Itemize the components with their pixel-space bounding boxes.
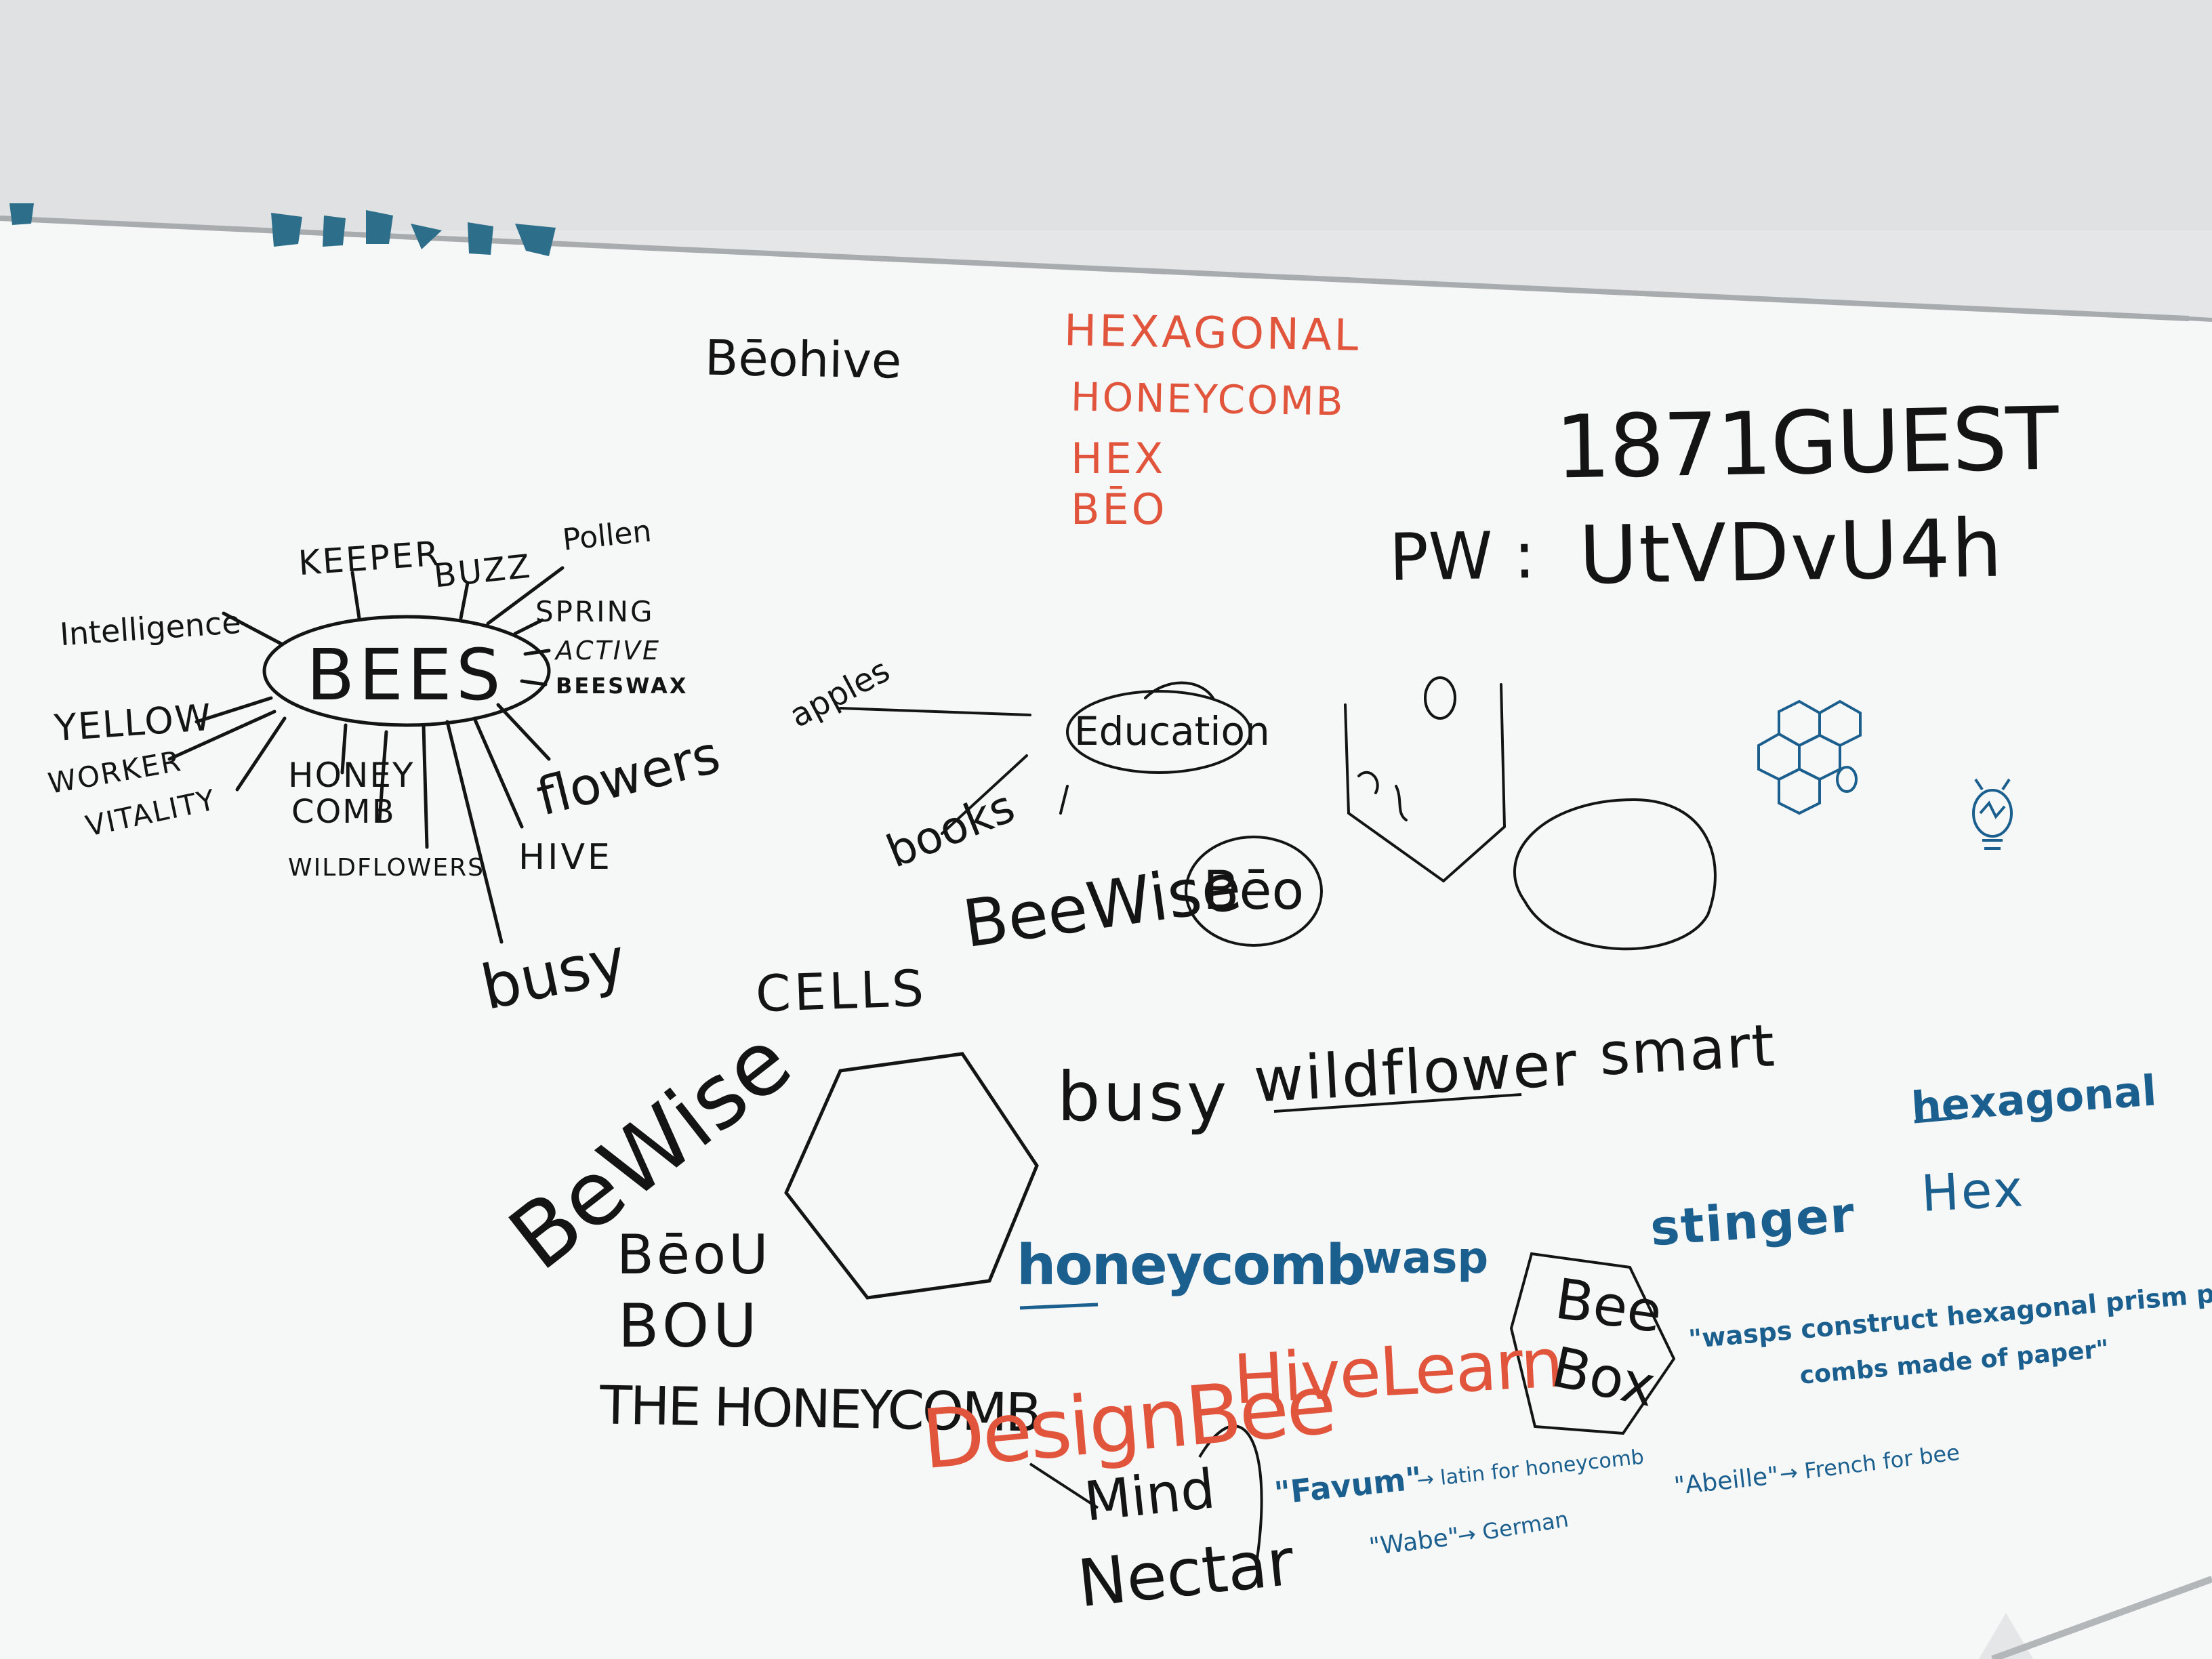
password-value: UtVDvU4h <box>1578 501 2005 602</box>
honeycomb-line2-text: COMB <box>291 793 396 831</box>
beou-text: BēoU <box>617 1223 771 1286</box>
spring-text: SPRING <box>535 595 655 628</box>
wildflowers-caps-text: WILDFLOWERS <box>288 854 485 882</box>
hive-text: HIVE <box>518 837 613 878</box>
whiteboard-right-frame <box>2188 316 2212 322</box>
active-text: ACTIVE <box>556 636 661 665</box>
honeycomb-cluster-icon <box>1757 699 1862 815</box>
egg-sketch <box>1513 798 1717 951</box>
whiteboard-surface <box>0 218 2212 1659</box>
honeycomb-line1-text: HONEY <box>288 756 415 795</box>
pot-sketch <box>1344 676 1507 883</box>
beo-circle <box>1185 836 1323 947</box>
bou-text: BOU <box>618 1291 761 1361</box>
tape-pieces <box>9 203 556 256</box>
wall-top <box>0 0 2212 230</box>
large-hexagon-sketch <box>784 1052 1039 1300</box>
whiteboard-bottom-frame <box>1991 1576 2212 1659</box>
red-beo-text: BĒO <box>1071 485 1168 534</box>
education-map-lines <box>839 681 1252 835</box>
red-hexagonal-text: HEXAGONAL <box>1063 306 1361 361</box>
bees-mind-map-lines <box>167 566 565 944</box>
honeycomb-underline <box>1019 1303 1099 1310</box>
bee-box-hexagon <box>1509 1252 1676 1435</box>
password-label: PW : <box>1389 517 1536 596</box>
red-hex-text: HEX <box>1071 434 1166 483</box>
beohive-text: Bēohive <box>704 329 903 390</box>
whiteboard-top-frame <box>0 216 2190 321</box>
lightbulb-bee-icon <box>1972 778 2013 850</box>
mind-nectar-arc <box>1198 1425 1263 1559</box>
guest-network-text: 1871GUEST <box>1554 388 2059 499</box>
smart-text: smart <box>1597 1012 1778 1089</box>
beeswax-text: BEESWAX <box>556 673 689 699</box>
beo-circled-text: Bēo <box>1203 861 1305 922</box>
bees-center-text: BEES <box>306 634 505 716</box>
hexagonal-underline <box>1914 1116 1952 1124</box>
design-bee-connector <box>1029 1462 1099 1509</box>
cells-text: CELLS <box>754 959 928 1024</box>
red-honeycomb-text: HONEYCOMB <box>1070 373 1346 425</box>
hex-blue-text: Hex <box>1919 1160 2026 1223</box>
wasp-text: wasp <box>1362 1233 1489 1284</box>
education-text: Education <box>1074 708 1270 754</box>
honeycomb-blue-text: honeycomb <box>1017 1233 1366 1298</box>
wildflower-underline <box>1273 1093 1522 1113</box>
busy-large-text: busy <box>1057 1057 1230 1136</box>
